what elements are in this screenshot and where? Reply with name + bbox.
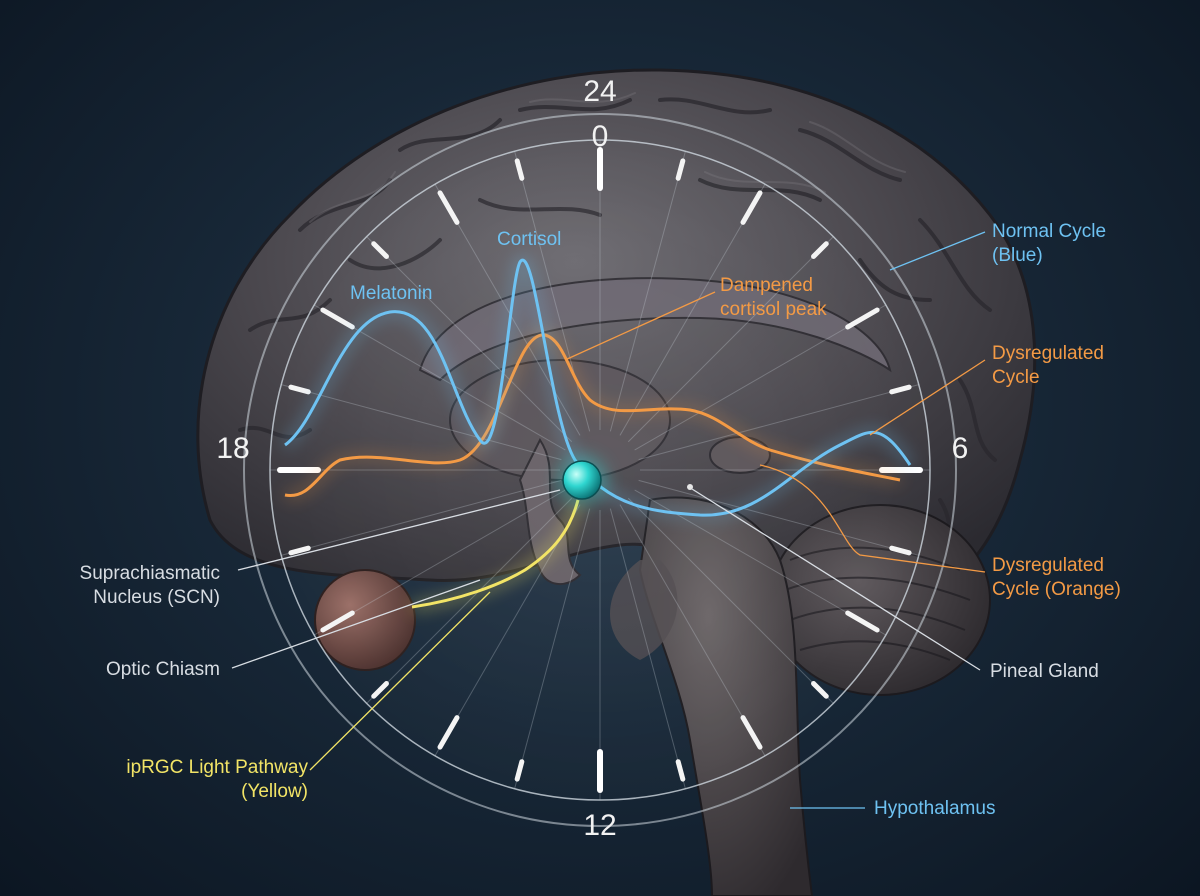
normal-cycle-curve — [284, 258, 912, 517]
clock-hour-tick — [811, 241, 829, 259]
melatonin-label: Melatonin — [350, 283, 433, 304]
scn-node — [562, 460, 602, 500]
leader-lines — [231, 231, 986, 809]
clock-radial-line — [609, 508, 686, 789]
clock-hour-tick — [675, 759, 686, 782]
clock-hour-tick — [845, 610, 880, 633]
scn-label: Suprachiasmatic Nucleus (SCN) — [79, 563, 220, 608]
clock-radial-line — [609, 151, 686, 432]
hour-label-6: 6 — [951, 432, 969, 465]
clock-radial-line — [514, 508, 591, 789]
clock-hour-tick — [288, 384, 311, 395]
cortisol-label: Cortisol — [497, 229, 562, 250]
clock-hour-tick — [371, 681, 389, 699]
clock-hour-tick — [437, 715, 460, 750]
clock-radial-line — [634, 304, 887, 451]
clock-hour-tick — [889, 384, 912, 395]
clock-outer-ring — [243, 113, 957, 827]
clock-hour-tick — [740, 190, 763, 225]
clock-radial-line — [638, 384, 919, 461]
clock-hour-tick — [675, 158, 686, 181]
iprgc-label: ipRGC Light Pathway (Yellow) — [126, 757, 308, 802]
clock-hour-tick — [740, 715, 763, 750]
clock-hour-tick — [845, 307, 880, 330]
clock-hour-tick — [288, 545, 311, 556]
clock-hour-tick — [437, 190, 460, 225]
hour-label-0: 0 — [591, 120, 609, 153]
clock-radial-line — [638, 479, 919, 556]
clock-hour-tick — [320, 307, 355, 330]
normal-cycle-label: Normal Cycle (Blue) — [992, 221, 1107, 266]
clock-radial-line — [366, 236, 573, 443]
clock-radial-line — [281, 479, 562, 556]
hour-label-18: 18 — [216, 432, 250, 465]
clock-radial-line — [313, 489, 566, 636]
clock-hour-tick — [514, 158, 525, 181]
hour-label-24: 24 — [583, 75, 617, 108]
clock-radial-line — [619, 183, 766, 436]
iprgc-light-pathway — [411, 499, 580, 609]
clock-hour-tick — [811, 681, 829, 699]
dysregulated-cycle-orange-label: Dysregulated Cycle (Orange) — [992, 555, 1121, 600]
clock-hour-tick — [889, 545, 912, 556]
clock-radial-line — [281, 384, 562, 461]
dampened-cortisol-label: Dampened cortisol peak — [720, 275, 827, 320]
clock-radial-line — [627, 497, 834, 704]
pineal-gland-label: Pineal Gland — [990, 661, 1099, 682]
clock-hour-tick — [514, 759, 525, 782]
optic-chiasm-label: Optic Chiasm — [105, 659, 220, 680]
clock-hour-tick — [371, 241, 389, 259]
clock-hour-tick — [320, 610, 355, 633]
clock-radial-line — [619, 504, 766, 757]
hypothalamus-label: Hypothalamus — [874, 798, 996, 819]
hour-label-12: 12 — [583, 809, 617, 842]
clock-ticks — [277, 147, 923, 793]
dysregulated-cycle-label: Dysregulated Cycle — [992, 343, 1104, 388]
clock-radial-line — [366, 497, 573, 704]
dysregulated-cycle-curve — [284, 333, 901, 497]
